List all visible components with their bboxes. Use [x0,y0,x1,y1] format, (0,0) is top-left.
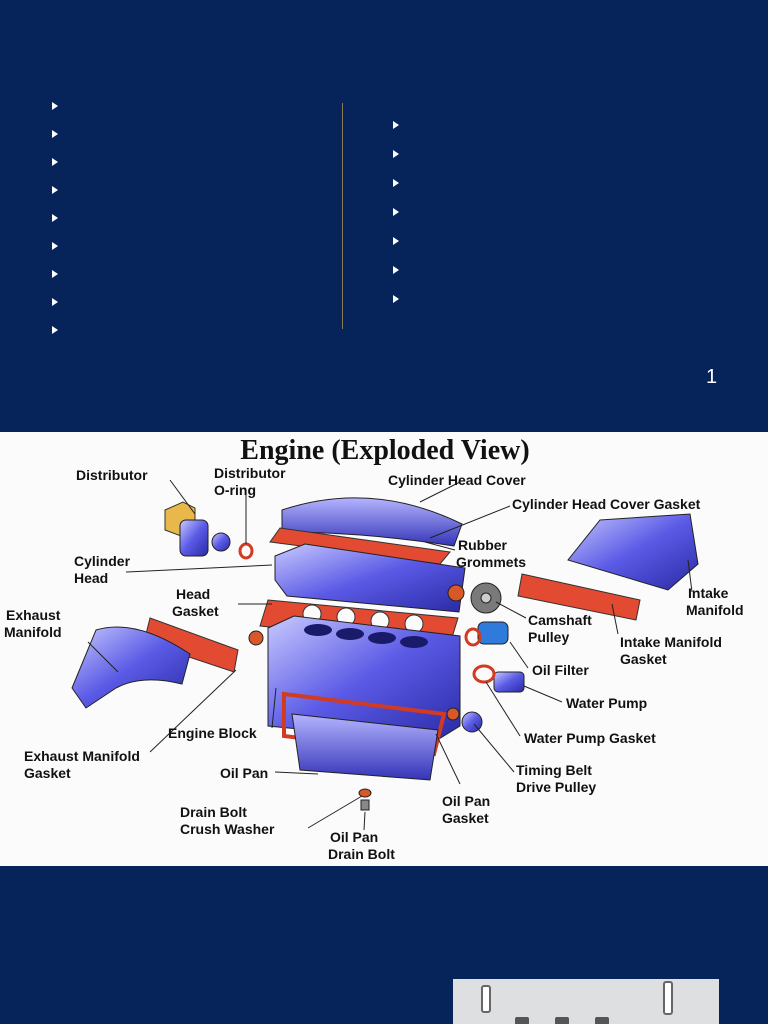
bullet-arrow-icon [393,208,399,216]
label-intake-manifold: Intake [688,585,729,601]
label-camshaft-pulley: Camshaft [528,612,592,628]
photo-detail [481,985,491,1013]
label-drain-bolt-crush-washer: Drain Bolt [180,804,247,820]
rubber-grommet-part [447,584,465,602]
bullet-arrow-icon [52,298,58,306]
oil-filter-part [477,621,509,645]
bullet-arrow-icon [52,214,58,222]
label-distributor-oring: Distributor [214,465,286,481]
slide-1: 1 [0,0,768,432]
water-pump-part [493,671,525,693]
label-oil-pan-drain-bolt-line2: Drain Bolt [328,846,395,862]
water-pump-gasket-part [472,664,496,684]
bullet-arrow-icon [393,266,399,274]
label-engine-block: Engine Block [168,725,257,741]
label-rubber-grommets-line2: Grommets [456,554,526,570]
label-cylinder-head: Cylinder [74,553,131,569]
label-timing-belt-drive-pulley: Timing Belt [516,762,592,778]
distributor-part [164,501,231,557]
bullet-arrow-icon [393,179,399,187]
label-exhaust-manifold-gasket: Exhaust Manifold [24,748,140,764]
leader-lines [87,479,693,831]
label-distributor: Distributor [76,467,148,483]
intake-manifold-part [567,513,699,591]
oil-pan-part [291,713,439,781]
label-exhaust-manifold-line2: Manifold [4,624,62,640]
label-head-gasket: Head [176,586,210,602]
label-exhaust-manifold-gasket-line2: Gasket [24,765,71,781]
label-oil-pan-gasket: Oil Pan [442,793,490,809]
engine-exploded-view-diagram: Engine (Exploded View) [0,432,768,866]
label-oil-pan: Oil Pan [220,765,268,781]
label-rubber-grommets: Rubber [458,537,508,553]
label-water-pump-gasket: Water Pump Gasket [524,730,656,746]
cylinder-head-cover-part [281,497,463,547]
bullet-arrow-icon [52,242,58,250]
label-exhaust-manifold: Exhaust [6,607,61,623]
bullet-arrow-icon [52,158,58,166]
column-divider [342,103,343,329]
label-oil-filter: Oil Filter [532,662,589,678]
cylinder-bores [304,624,428,648]
bullet-arrow-icon [393,121,399,129]
label-head-gasket-line2: Gasket [172,603,219,619]
bullet-arrow-icon [393,150,399,158]
label-cylinder-head-line2: Head [74,570,108,586]
diagram-title: Engine (Exploded View) [240,435,529,466]
bullet-arrow-icon [52,186,58,194]
label-cylinder-head-cover: Cylinder Head Cover [388,472,526,488]
label-water-pump: Water Pump [566,695,647,711]
label-intake-manifold-line2: Manifold [686,602,744,618]
label-intake-manifold-gasket: Intake Manifold [620,634,722,650]
drain-bolt-crush-washer-part [358,788,372,798]
bullet-arrow-icon [52,270,58,278]
bullet-arrow-icon [393,295,399,303]
bullet-arrow-icon [52,102,58,110]
distributor-oring-part [238,542,254,560]
cylinder-head-part [274,543,466,613]
label-timing-belt-drive-pulley-line2: Drive Pulley [516,779,596,795]
photo-detail [515,1017,529,1024]
oil-pan-drain-bolt-part [360,799,370,811]
photo-detail [555,1017,569,1024]
slide-2 [0,866,768,1024]
engine-diagram-svg: Engine (Exploded View) [4,435,744,862]
intake-manifold-gasket-part [517,573,641,621]
bullet-arrow-icon [52,130,58,138]
page-number: 1 [706,366,718,388]
engine-part-photo [453,979,719,1024]
label-oil-pan-drain-bolt: Oil Pan [330,829,378,845]
photo-detail [663,981,673,1015]
label-oil-pan-gasket-line2: Gasket [442,810,489,826]
label-camshaft-pulley-line2: Pulley [528,629,569,645]
label-drain-bolt-crush-washer-line2: Crush Washer [180,821,275,837]
label-intake-manifold-gasket-line2: Gasket [620,651,667,667]
bullet-arrow-icon [393,237,399,245]
exhaust-manifold-part [71,626,191,709]
timing-belt-drive-pulley-part [461,711,483,733]
label-cylinder-head-cover-gasket: Cylinder Head Cover Gasket [512,496,701,512]
bullet-arrow-icon [52,326,58,334]
photo-detail [595,1017,609,1024]
label-distributor-oring-line2: O-ring [214,482,256,498]
